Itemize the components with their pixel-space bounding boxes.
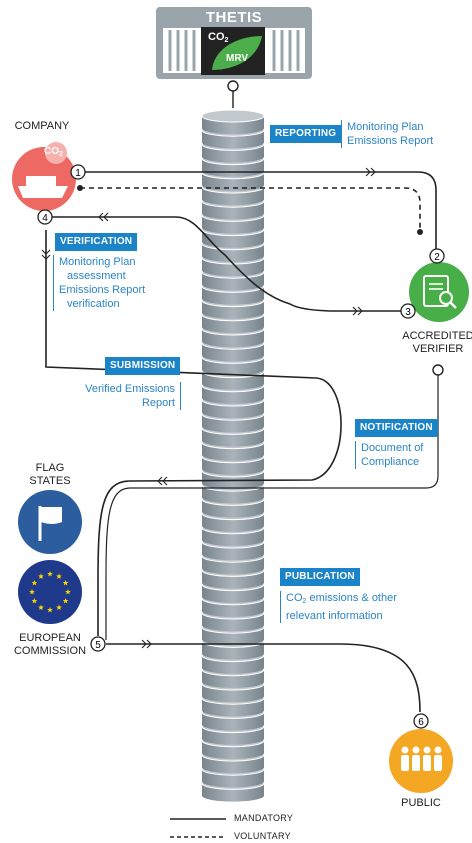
eu-star-icon <box>56 573 62 579</box>
svg-text:6: 6 <box>418 717 424 728</box>
thetis-connector <box>227 80 239 92</box>
step-number-2: 2 <box>429 248 445 264</box>
line-company-to-ec <box>45 230 342 636</box>
eu-star-icon <box>38 604 44 611</box>
svg-text:1: 1 <box>75 168 81 179</box>
eu-flag-icon <box>18 560 82 624</box>
flag-states-icon <box>18 490 82 554</box>
eu-star-icon <box>65 589 71 595</box>
tag-notification: NOTIFICATION <box>355 419 438 437</box>
leaf-icon <box>212 36 262 70</box>
eu-star-icon <box>62 598 69 604</box>
step-number-1: 1 <box>70 164 86 180</box>
publication-description: CO2 emissions & other relevant informati… <box>280 591 397 623</box>
column-disc-top <box>201 109 265 123</box>
eu-star-icon <box>31 598 38 604</box>
step-number-5: 5 <box>90 636 106 652</box>
tag-verification: VERIFICATION <box>55 233 138 251</box>
eu-star-icon <box>31 580 38 586</box>
eu-star-icon <box>38 573 44 579</box>
thetis-title: THETIS <box>205 9 263 26</box>
svg-text:2: 2 <box>434 252 440 263</box>
public-icon <box>389 729 453 793</box>
line-verifier-to-company <box>45 216 403 312</box>
eu-star-icon <box>47 571 53 577</box>
legend-voluntary: VOLUNTARY <box>234 831 291 841</box>
thetis-building-icon <box>156 7 312 79</box>
svg-text:3: 3 <box>405 307 411 318</box>
eu-star-icon <box>62 580 69 586</box>
eu-star-icon <box>29 589 35 595</box>
thetis-mrv-label: MRV <box>226 53 249 64</box>
data-column <box>201 109 265 802</box>
company-label: COMPANY <box>14 120 70 132</box>
line-voluntary <box>80 187 421 232</box>
verifier-icon <box>409 262 469 322</box>
eu-star-icon <box>56 604 62 611</box>
step-number-6: 6 <box>413 713 429 729</box>
svg-text:4: 4 <box>42 213 48 224</box>
verification-description: Monitoring Plan assessment Emissions Rep… <box>53 255 145 311</box>
tag-reporting: REPORTING <box>270 125 342 143</box>
flow-lines <box>45 171 439 713</box>
thetis-co2-badge: CO2 <box>208 31 229 44</box>
tag-submission: SUBMISSION <box>105 357 181 375</box>
svg-text:5: 5 <box>95 640 101 651</box>
legend-mandatory: MANDATORY <box>234 813 294 823</box>
verifier-connector <box>432 364 444 376</box>
step-number-4: 4 <box>37 209 53 225</box>
company-icon <box>12 142 76 211</box>
tag-publication: PUBLICATION <box>280 568 360 586</box>
line-verifier-to-flag <box>105 374 439 640</box>
direction-chevrons <box>41 167 376 649</box>
eu-star-icon <box>47 607 53 613</box>
step-number-3: 3 <box>400 303 416 319</box>
company-co2-text: CO2 <box>44 146 63 158</box>
junction-dots <box>77 185 423 235</box>
public-label: PUBLIC <box>401 797 441 809</box>
line-ec-to-public <box>106 643 421 713</box>
line-company-to-verifier <box>80 171 437 250</box>
